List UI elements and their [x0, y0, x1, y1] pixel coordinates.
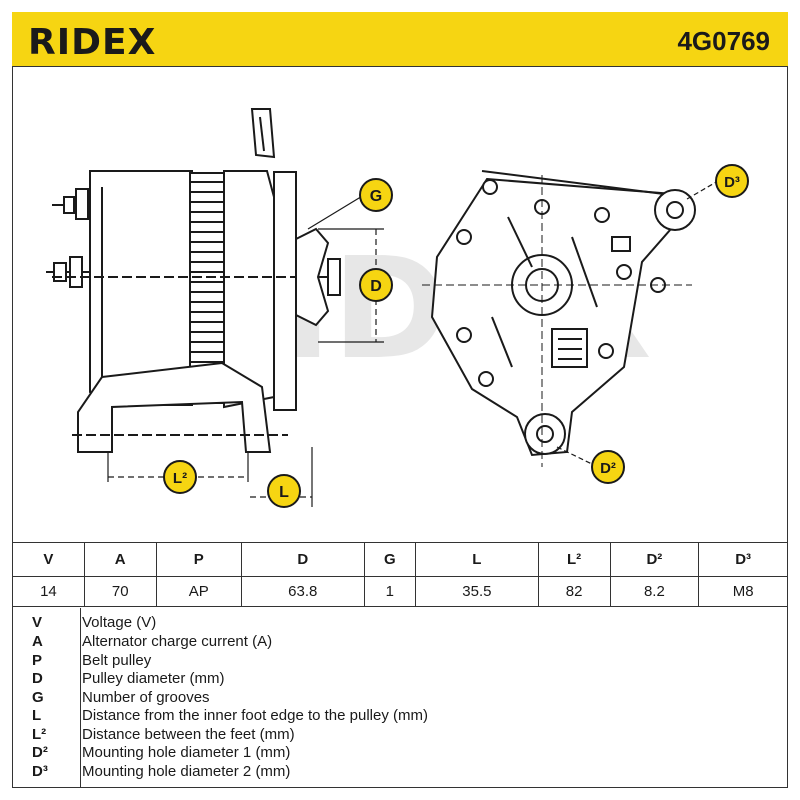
- legend-row: G Number of grooves: [12, 689, 788, 707]
- legend-code: P: [32, 652, 43, 669]
- specs-col-l2: L²: [537, 542, 611, 577]
- specs-value-d: 63.8: [240, 576, 365, 607]
- callout-d3: D³: [715, 164, 749, 198]
- callout-g: G: [359, 178, 393, 212]
- specs-col-d3: D³: [698, 542, 788, 577]
- header-bar: RIDEX 4G0769: [12, 12, 788, 67]
- specs-col-v: V: [12, 542, 85, 577]
- specs-value-v: 14: [12, 576, 85, 607]
- legend-row: D² Mounting hole diameter 1 (mm): [12, 744, 788, 762]
- legend-divider: [80, 608, 81, 788]
- specs-value-g: 1: [363, 576, 417, 607]
- brand-logo: RIDEX: [28, 22, 157, 63]
- specs-value-d2: 8.2: [609, 576, 700, 607]
- legend: V Voltage (V) A Alternator charge curren…: [12, 608, 788, 788]
- alternator-side-view: [46, 108, 341, 453]
- callout-d2-label: D²: [600, 460, 616, 477]
- front-view-centerlines: [422, 175, 692, 467]
- legend-desc: Alternator charge current (A): [82, 633, 273, 650]
- legend-code: D: [32, 670, 43, 687]
- callout-l2: L²: [163, 460, 197, 494]
- callout-l2-label: L²: [173, 470, 187, 487]
- specs-value-l2: 82: [537, 576, 611, 607]
- callout-d: D: [359, 268, 393, 302]
- callout-l: L: [267, 474, 301, 508]
- specs-header-row: V A P D G L L² D² D³: [12, 542, 788, 577]
- legend-code: G: [32, 689, 44, 706]
- alternator-drawing-svg: RIDEX: [46, 108, 749, 508]
- specs-value-row: 14 70 AP 63.8 1 35.5 82 8.2 M8: [12, 576, 788, 607]
- legend-row: A Alternator charge current (A): [12, 633, 788, 651]
- specs-col-l: L: [415, 542, 539, 577]
- legend-row: P Belt pulley: [12, 652, 788, 670]
- specs-value-d3: M8: [698, 576, 788, 607]
- technical-drawing: RIDEX: [12, 67, 788, 542]
- callout-d-label: D: [370, 278, 382, 295]
- callout-l-label: L: [279, 484, 289, 501]
- legend-code: V: [32, 614, 43, 631]
- specs-col-d: D: [240, 542, 365, 577]
- legend-row: D³ Mounting hole diameter 2 (mm): [12, 763, 788, 781]
- specs-value-a: 70: [83, 576, 157, 607]
- legend-desc: Mounting hole diameter 2 (mm): [82, 763, 291, 780]
- legend-desc: Belt pulley: [82, 652, 152, 669]
- legend-code: A: [32, 633, 43, 650]
- specs-value-p: AP: [155, 576, 242, 607]
- specs-col-g: G: [363, 542, 417, 577]
- callout-leaders: [556, 180, 719, 468]
- legend-row: V Voltage (V): [12, 614, 788, 632]
- legend-code: D³: [32, 763, 48, 780]
- legend-desc: Voltage (V): [82, 614, 157, 631]
- legend-desc: Pulley diameter (mm): [82, 670, 225, 687]
- callout-d2: D²: [591, 450, 625, 484]
- legend-desc: Distance from the inner foot edge to the…: [82, 707, 428, 724]
- specs-col-p: P: [155, 542, 242, 577]
- legend-desc: Number of grooves: [82, 689, 210, 706]
- legend-row: L² Distance between the feet (mm): [12, 726, 788, 744]
- legend-code: L: [32, 707, 42, 724]
- specs-table: V A P D G L L² D² D³ 14 70 AP 63.8 1 35.…: [12, 542, 788, 607]
- alternator-front-view: [430, 170, 696, 457]
- legend-code: D²: [32, 744, 48, 761]
- legend-desc: Mounting hole diameter 1 (mm): [82, 744, 291, 761]
- legend-desc: Distance between the feet (mm): [82, 726, 295, 743]
- specs-col-d2: D²: [609, 542, 700, 577]
- legend-code: L²: [32, 726, 47, 743]
- callout-d3-label: D³: [724, 174, 740, 191]
- legend-row: L Distance from the inner foot edge to t…: [12, 707, 788, 725]
- specs-value-l: 35.5: [415, 576, 539, 607]
- callout-g-label: G: [370, 188, 382, 205]
- specs-col-a: A: [83, 542, 157, 577]
- part-number: 4G0769: [677, 26, 770, 56]
- legend-row: D Pulley diameter (mm): [12, 670, 788, 688]
